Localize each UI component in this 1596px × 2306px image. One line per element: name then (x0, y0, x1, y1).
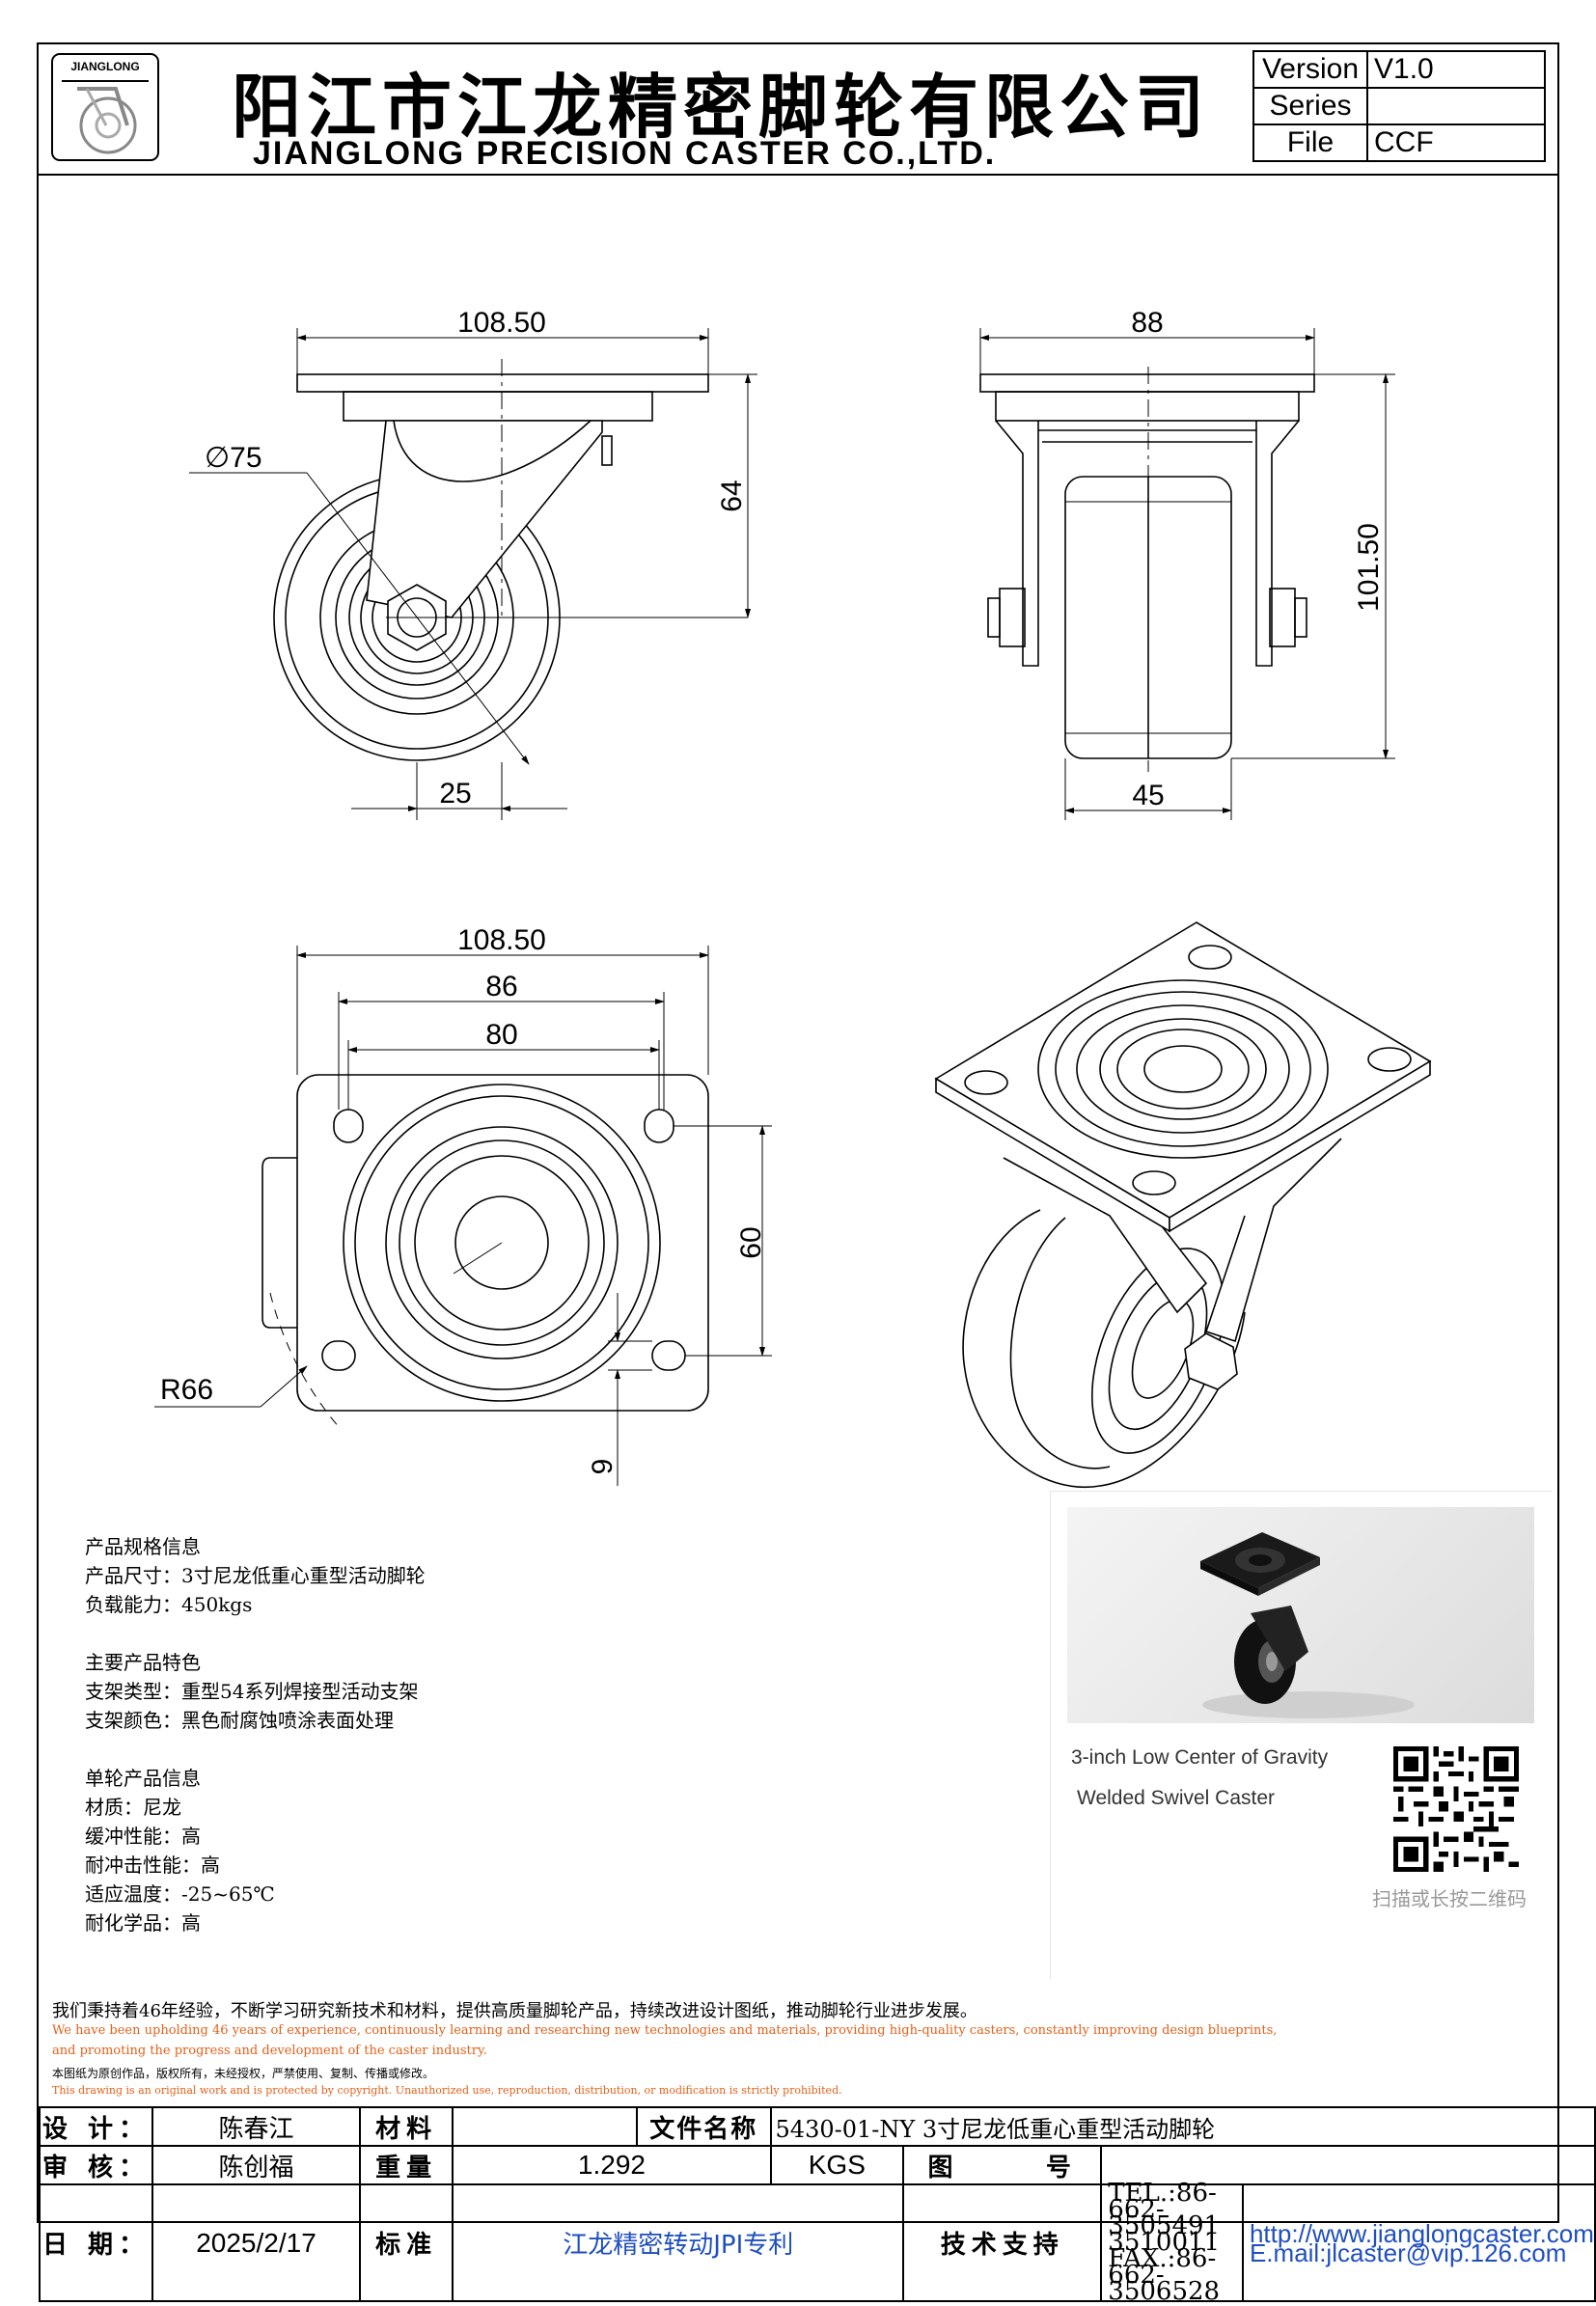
tech-support-label: 技术支持 (902, 2183, 1103, 2302)
title-block: 设 计： 陈春江 材料 文件名称 5430-01-NY 3寸尼龙低重心重型活动脚… (38, 2106, 1596, 2306)
version-value: V1.0 (1366, 50, 1546, 89)
spec-line: 缓冲性能：高 (85, 1825, 201, 1848)
dim-side-height: 64 (716, 480, 748, 511)
copyright-cn: 本图纸为原创作品，版权所有，未经授权，严禁使用、复制、传播或修改。 (52, 2067, 435, 2080)
design-label: 设 计： (38, 2106, 154, 2147)
dim-front-width: 88 (1131, 307, 1163, 339)
spec-line: 适应温度：-25~65℃ (85, 1882, 275, 1906)
spec-line: 耐冲击性能：高 (85, 1853, 220, 1877)
spec-section-3-title: 单轮产品信息 (85, 1767, 201, 1790)
product-photo (1067, 1507, 1534, 1723)
dim-top-width: 108.50 (457, 924, 546, 956)
dim-offset: 25 (439, 778, 471, 810)
drawing-number-label: 图 号 (902, 2145, 1103, 2185)
dim-hole-slot: 9 (587, 1459, 619, 1475)
spec-line: 材质：尼龙 (85, 1796, 181, 1819)
drawing-number-value (1100, 2145, 1596, 2185)
email-link[interactable]: E.mail:jlcaster@vip.126.com (1249, 2237, 1567, 2267)
side-view (189, 328, 757, 820)
front-view (979, 328, 1395, 820)
website-link[interactable]: http://www.jianglongcaster.com (1249, 2218, 1594, 2248)
dim-wheel-diameter: ∅75 (205, 442, 262, 474)
logo-text: JIANGLONG (70, 60, 139, 73)
dim-top-hole-outer: 86 (485, 971, 517, 1002)
dim-top-hole-inner: 80 (485, 1019, 517, 1051)
spec-line: 负载能力：450kgs (85, 1593, 253, 1616)
weight-label: 重量 (358, 2145, 454, 2185)
standard-value: 江龙精密转动JPI专利 (452, 2183, 905, 2302)
series-value (1366, 87, 1546, 125)
dim-side-width: 108.50 (457, 307, 546, 339)
company-name-en: JIANGLONG PRECISION CASTER CO.,LTD. (253, 135, 997, 172)
design-value: 陈春江 (151, 2106, 361, 2147)
weight-value: 1.292 (452, 2145, 772, 2185)
review-label: 审 核： (38, 2145, 154, 2185)
qr-caption: 扫描或长按二维码 (1372, 1887, 1527, 1910)
file-value: CCF (1366, 124, 1546, 162)
spec-section-2-title: 主要产品特色 (85, 1651, 201, 1674)
spec-section-1-title: 产品规格信息 (85, 1535, 201, 1558)
weight-unit: KGS (769, 2145, 905, 2185)
technical-drawing: 108.50 64 ∅75 25 88 101.50 45 (154, 307, 1432, 1488)
fax: FAX.:86-662-3506528 (1108, 2244, 1221, 2306)
company-logo: JIANGLONG (51, 53, 159, 161)
dim-wheel-width: 45 (1132, 780, 1164, 811)
copyright-en: This drawing is an original work and is … (52, 2084, 842, 2097)
photo-caption-line1: 3-inch Low Center of Gravity (1071, 1746, 1329, 1769)
dim-top-vertical: 60 (735, 1226, 767, 1258)
date-label: 日 期： (38, 2183, 154, 2302)
spec-line: 支架类型：重型54系列焊接型活动支架 (85, 1680, 419, 1703)
spec-line: 耐化学品：高 (85, 1911, 201, 1935)
series-label: Series (1252, 87, 1368, 125)
spec-block: 产品规格信息 产品尺寸：3寸尼龙低重心重型活动脚轮 负载能力：450kgs 主要… (85, 1532, 426, 1937)
qr-code-icon[interactable] (1393, 1746, 1519, 1872)
tel: TEL.:86-662-3505491 3510011 (1108, 2179, 1221, 2257)
slogan-en-line2: and promoting the progress and developme… (52, 2044, 487, 2058)
top-view (154, 946, 772, 1486)
company-name-cn: 阳江市江龙精密脚轮有限公司 (232, 67, 1211, 148)
slogan-cn: 我们秉持着46年经验，不断学习研究新技术和材料，提供高质量脚轮产品，持续改进设计… (52, 2001, 977, 2021)
version-label: Version (1252, 50, 1368, 89)
date-value: 2025/2/17 (151, 2183, 361, 2302)
dim-front-height: 101.50 (1353, 523, 1385, 612)
standard-label: 标准 (358, 2183, 454, 2302)
contact-web: http://www.jianglongcaster.com E.mail:jl… (1241, 2183, 1596, 2302)
spec-line: 产品尺寸：3寸尼龙低重心重型活动脚轮 (85, 1564, 426, 1587)
dim-swivel-radius: R66 (160, 1374, 213, 1406)
review-value: 陈创福 (151, 2145, 361, 2185)
product-panel (1050, 1491, 1553, 1979)
part-name-value: 5430-01-NY 3寸尼龙低重心重型活动脚轮 (769, 2106, 1596, 2147)
caster-render (1200, 1532, 1415, 1718)
file-label: File (1252, 124, 1368, 162)
material-value (452, 2106, 638, 2147)
isometric-view (934, 921, 1432, 1488)
slogan-en-line1: We have been upholding 46 years of exper… (52, 2023, 1278, 2038)
material-label: 材料 (358, 2106, 454, 2147)
contact-phone: TEL.:86-662-3505491 3510011 FAX.:86-662-… (1100, 2179, 1244, 2306)
header-divider (37, 174, 1559, 176)
part-name-label: 文件名称 (635, 2106, 772, 2147)
photo-caption-line2: Welded Swivel Caster (1077, 1787, 1276, 1809)
spec-line: 支架颜色：黑色耐腐蚀喷涂表面处理 (85, 1709, 394, 1732)
